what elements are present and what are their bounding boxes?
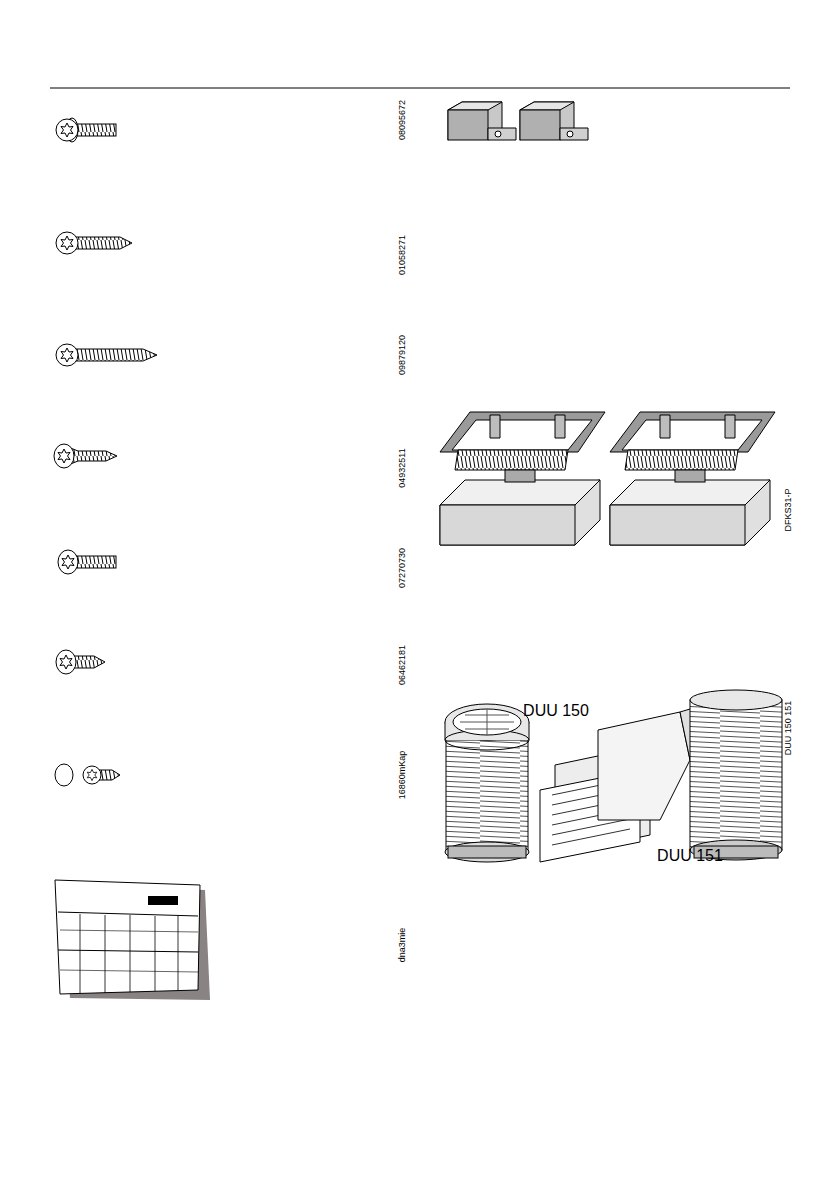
header-rule	[50, 88, 790, 89]
image-code: dna3mie	[398, 928, 407, 963]
model-name: DUU 151	[657, 848, 723, 864]
part-number: 06462181	[398, 645, 407, 685]
recirculation-duct	[445, 704, 529, 862]
part-number: 09879120	[398, 335, 407, 375]
image-code: 16860mKap	[398, 751, 407, 800]
brochure	[55, 880, 210, 1000]
screw	[58, 550, 116, 574]
screw	[56, 344, 157, 366]
model-name: DUU 150	[523, 703, 589, 719]
part-number: 01058271	[398, 235, 407, 275]
part-number: 08095672	[398, 100, 407, 140]
mounting-clip	[520, 102, 588, 140]
screw	[56, 118, 116, 142]
image-code: DFKS31-P	[784, 488, 793, 531]
cap-and-screw	[55, 764, 120, 786]
part-number: 07270730	[398, 548, 407, 588]
charcoal-filter	[610, 412, 775, 545]
image-code: DUU 150 151	[784, 701, 793, 756]
screw	[54, 444, 117, 468]
screw	[56, 650, 105, 674]
mounting-clip	[448, 102, 516, 140]
charcoal-filter	[440, 412, 605, 545]
part-number: 04932511	[398, 448, 407, 487]
screw	[56, 232, 132, 254]
